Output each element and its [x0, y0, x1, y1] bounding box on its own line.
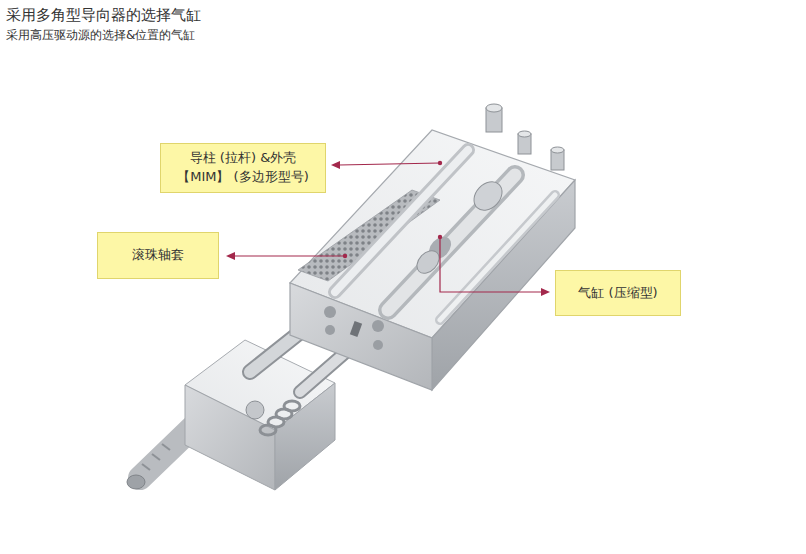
callout-box: 导柱 (拉杆) &外壳【MIM】 (多边形型号)	[160, 143, 326, 193]
lower-block-part	[162, 444, 170, 450]
callout-text: 滚珠轴套	[132, 246, 184, 265]
callout-box: 滚珠轴套	[97, 232, 219, 279]
cylinder-body-part	[335, 150, 468, 292]
leader-line-part	[541, 288, 550, 296]
cylinder-body-part	[388, 175, 515, 310]
air-fittings	[486, 104, 564, 170]
lower-block-part	[246, 401, 264, 419]
leader-line	[226, 252, 347, 260]
lower-block-part	[275, 383, 335, 490]
cylinder-body	[290, 130, 575, 390]
callout-text-group: 气缸 (压缩型)	[578, 284, 657, 303]
callout-text: 气缸 (压缩型)	[578, 284, 657, 303]
cylinder-body-part	[372, 320, 384, 332]
cylinder-body-part	[324, 306, 336, 318]
cylinder-body-part	[440, 195, 555, 320]
cylinder-body-part	[432, 180, 575, 390]
callout-box: 气缸 (压缩型)	[555, 270, 681, 316]
lower-block-part	[142, 464, 150, 470]
leader-line-part	[438, 235, 442, 239]
leader-line-part	[343, 254, 347, 258]
cylinder-body-part	[325, 325, 335, 335]
air-fittings-part	[551, 147, 564, 153]
cylinder-body-part	[388, 175, 515, 310]
lower-block-part	[284, 401, 300, 411]
callout-text-group: 滚珠轴套	[132, 246, 184, 265]
leader-line-part	[234, 255, 345, 256]
callout-text-group: 导柱 (拉杆) &外壳【MIM】 (多边形型号)	[167, 149, 319, 187]
leader-line	[331, 161, 442, 169]
lower-block	[127, 340, 335, 490]
callout-text: 导柱 (拉杆) &外壳【MIM】 (多边形型号)	[167, 149, 319, 187]
leader-line-part	[440, 237, 541, 292]
lower-block-part	[127, 475, 145, 489]
cylinder-body-part	[335, 150, 468, 292]
air-fittings-part	[486, 104, 502, 112]
lower-block-part	[152, 454, 160, 460]
leader-line-part	[331, 161, 340, 169]
cylinder-body-part	[350, 321, 362, 337]
leader-line-part	[339, 163, 440, 165]
air-fittings-part	[518, 131, 531, 137]
cylinder-body-part	[373, 340, 383, 350]
leader-line-part	[226, 252, 235, 260]
diagram-subtitle: 采用高压驱动源的选择&位置的气缸	[6, 27, 195, 44]
leader-line-part	[438, 161, 442, 165]
leader-line	[438, 235, 550, 296]
lower-block-part	[185, 385, 275, 490]
cylinder-body-part	[440, 195, 555, 320]
diagram-title: 采用多角型导向器的选择气缸	[6, 6, 201, 25]
cylinder-body-part	[413, 246, 444, 277]
cylinder-body-part	[468, 176, 507, 216]
